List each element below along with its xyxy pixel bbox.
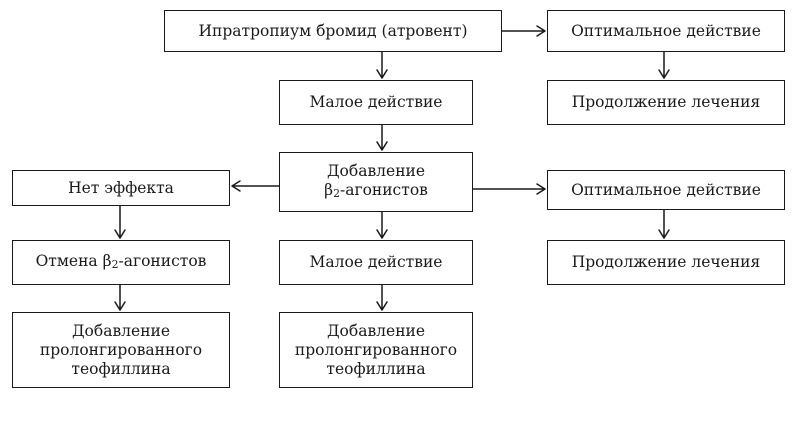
continue-treatment-mid-box: Продолжение лечения [547, 240, 785, 285]
optimal-effect-mid-box: Оптимальное действие [547, 170, 785, 210]
cancel-prefix: Отмена β [35, 251, 112, 270]
add-beta2-suffix: -агонистов [339, 180, 428, 199]
arrow-add-beta2-to-small-effect-mid [376, 211, 388, 239]
arrow-add-beta2-to-no-effect [231, 180, 280, 192]
ipratropium-label: Ипратропиум бромид (атровент) [198, 21, 468, 40]
optimal-effect-mid-label: Оптимальное действие [571, 180, 761, 199]
arrow-no-effect-to-cancel [114, 205, 126, 239]
cancel-subscript: 2 [111, 257, 119, 271]
arrow-add-beta2-to-optimal-mid [472, 183, 546, 195]
arrow-cancel-to-theophylline-left [114, 284, 126, 311]
add-beta2-agonists-box: Добавление β2-агонистов [279, 152, 473, 212]
cancel-beta2-label: Отмена β2-агонистов [36, 252, 207, 274]
continue-treatment-top-label: Продолжение лечения [571, 93, 761, 111]
beta-subscript: 2 [333, 186, 340, 200]
no-effect-label: Нет эффекта [68, 178, 174, 197]
continue-treatment-top-box: Продолжение лечения [547, 80, 785, 125]
add-beta2-line2: β2-агонистов [324, 181, 428, 203]
arrow-optimal-to-continue-top [658, 51, 670, 79]
theophylline-left-line1: Добавление [71, 321, 171, 340]
theophylline-center-box: Добавление пролонгированного теофиллина [279, 312, 473, 388]
theophylline-center-line2: пролонгированного [294, 340, 458, 359]
arrow-ipratropium-to-small-effect [376, 51, 388, 79]
small-effect-mid-label: Малое действие [309, 253, 443, 271]
optimal-effect-top-box: Оптимальное действие [547, 10, 785, 52]
cancel-suffix: -агонистов [118, 251, 207, 270]
arrow-ipratropium-to-optimal [501, 25, 546, 37]
beta-symbol: β [324, 180, 334, 199]
small-effect-mid-box: Малое действие [279, 240, 473, 285]
cancel-beta2-agonists-box: Отмена β2-агонистов [12, 240, 230, 285]
arrow-small-effect-to-add-beta2 [376, 124, 388, 151]
optimal-effect-top-label: Оптимальное действие [571, 21, 761, 40]
arrow-small-effect-mid-to-theophylline-center [376, 284, 388, 311]
theophylline-left-box: Добавление пролонгированного теофиллина [12, 312, 230, 388]
ipratropium-box: Ипратропиум бромид (атровент) [164, 10, 502, 52]
theophylline-center-line3: теофиллина [326, 359, 426, 378]
theophylline-center-line1: Добавление [326, 321, 426, 340]
no-effect-box: Нет эффекта [12, 170, 230, 206]
small-effect-top-label: Малое действие [309, 93, 443, 111]
small-effect-top-box: Малое действие [279, 80, 473, 125]
arrow-optimal-mid-to-continue-mid [658, 209, 670, 239]
continue-treatment-mid-label: Продолжение лечения [571, 253, 761, 271]
add-beta2-line1: Добавление [326, 161, 426, 180]
theophylline-left-line3: теофиллина [71, 359, 171, 378]
theophylline-left-line2: пролонгированного [39, 340, 203, 359]
